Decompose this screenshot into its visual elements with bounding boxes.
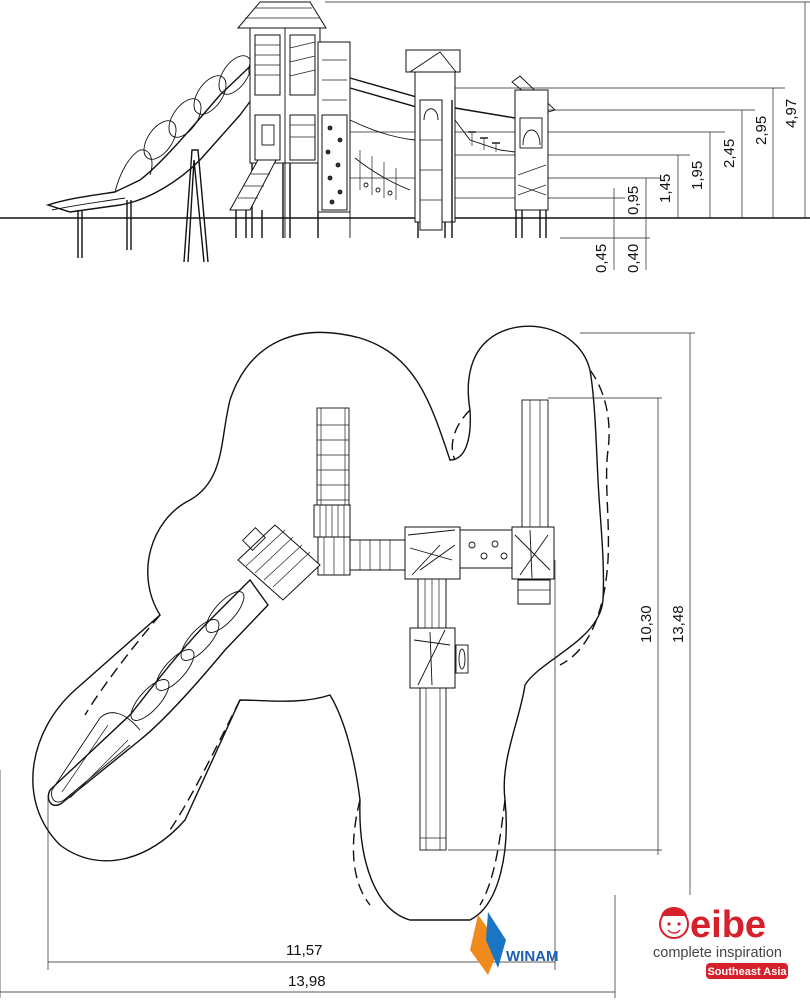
winam-wordmark: WINAM xyxy=(506,948,559,965)
winam-logo: WINAM xyxy=(470,912,559,975)
dim-total-height: 4,97 xyxy=(783,99,800,128)
stepping-bridge-elevation xyxy=(454,107,516,153)
plan-dimensions: 10,30 13,48 11,57 13,98 xyxy=(0,332,695,998)
dim-depth-a: 0,45 xyxy=(593,244,610,273)
eibe-logo: eibe complete inspiration Southeast Asia xyxy=(653,904,788,979)
dim-h3: 1,95 xyxy=(689,161,706,190)
dim-plan-inner-width: 11,57 xyxy=(286,942,322,959)
climbing-tower-elevation xyxy=(317,41,351,238)
center-tower-elevation xyxy=(405,49,461,238)
eibe-tagline: complete inspiration xyxy=(653,945,782,961)
winam-flame-icon xyxy=(470,915,500,975)
dim-h4: 1,45 xyxy=(657,174,674,203)
eibe-region-badge xyxy=(706,963,788,979)
tube-slide-elevation xyxy=(45,45,282,263)
eibe-face-icon xyxy=(659,907,689,939)
eibe-region-label: Southeast Asia xyxy=(707,966,787,978)
ladder-plan xyxy=(316,407,350,509)
plan-view: 10,30 13,48 11,57 13,98 xyxy=(0,325,695,998)
main-tower-elevation xyxy=(229,1,327,238)
dim-plan-inner-height: 10,30 xyxy=(638,605,655,643)
dim-plan-total-height: 13,48 xyxy=(670,605,687,643)
tube-slide-plan xyxy=(47,578,269,807)
right-tower-elevation xyxy=(511,75,556,238)
dim-h2: 2,45 xyxy=(721,139,738,168)
dim-h5: 0,95 xyxy=(625,186,642,215)
dim-h1: 2,95 xyxy=(753,116,770,145)
slide-run-out-zone xyxy=(84,614,241,831)
dim-depth-b: 0,40 xyxy=(625,244,642,273)
dim-plan-total-width: 13,98 xyxy=(288,973,326,990)
elevation-view: 4,97 2,95 2,45 1,95 1,45 0,95 0,45 0,40 xyxy=(0,1,810,273)
eibe-wordmark: eibe xyxy=(690,904,766,946)
safety-zone-outline xyxy=(32,325,605,921)
decks-plan xyxy=(237,504,555,689)
straight-slide-plan xyxy=(419,687,447,851)
right-ladder-plan xyxy=(521,399,549,529)
height-dimensions: 4,97 2,95 2,45 1,95 1,45 0,95 0,45 0,40 xyxy=(560,2,806,273)
